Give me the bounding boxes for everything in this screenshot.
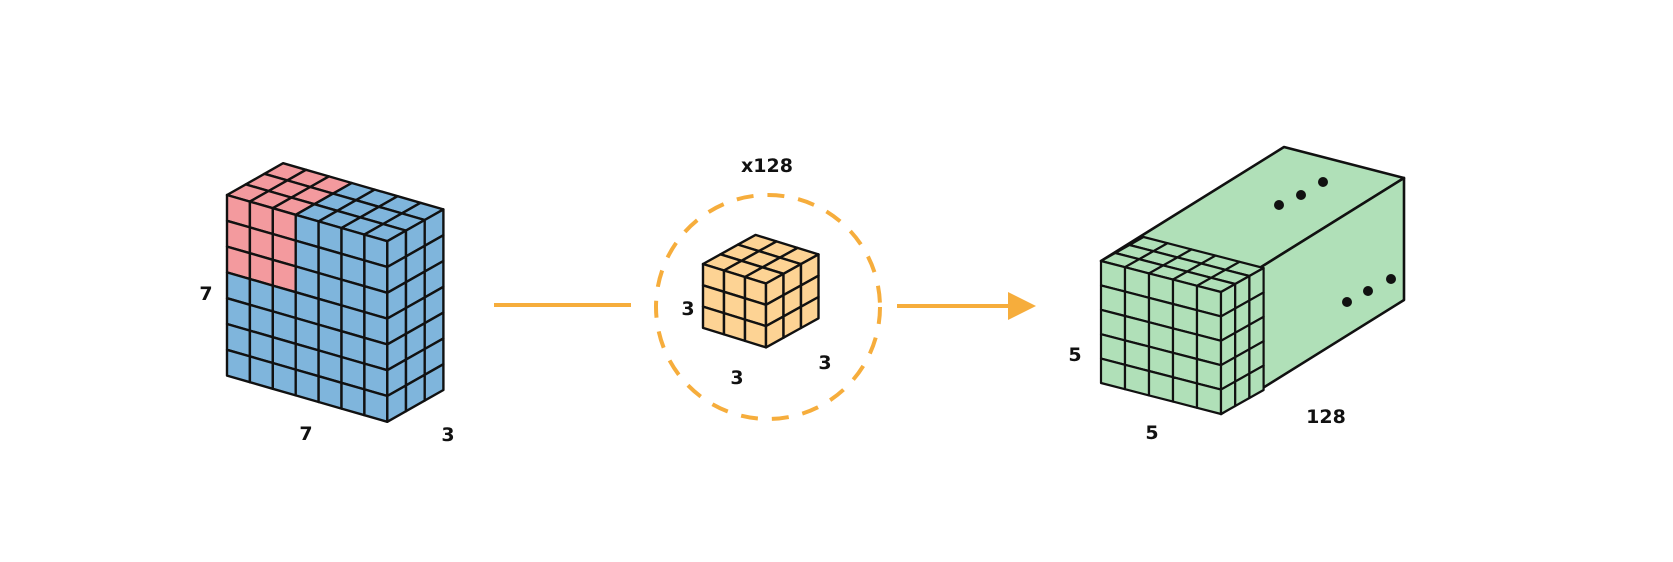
kernel-dashed-ring <box>654 193 882 421</box>
front-cell <box>1195 382 1223 416</box>
ellipsis-dot <box>1296 190 1306 200</box>
output-volume: 5 5 128 <box>1068 145 1406 444</box>
output-volume-grid <box>1099 235 1265 416</box>
arrow <box>897 292 1036 320</box>
front-cell <box>340 381 366 417</box>
front-cell <box>1147 369 1175 403</box>
ellipsis-side <box>1342 274 1396 307</box>
front-cell <box>1171 376 1199 409</box>
ellipsis-dot <box>1318 177 1328 187</box>
side-cell <box>423 363 445 402</box>
front-cell <box>363 388 389 423</box>
front-cell <box>1099 357 1127 391</box>
front-cell <box>225 348 252 384</box>
input-volume: 7 7 3 <box>199 161 455 446</box>
ellipsis-dot <box>1274 200 1284 210</box>
input-depth-label: 3 <box>441 424 454 446</box>
ellipsis-dot <box>1386 274 1396 284</box>
output-height-label: 5 <box>1068 344 1081 366</box>
front-cell <box>1123 363 1151 397</box>
kernel-width-label: 3 <box>730 367 743 389</box>
input-volume-grid <box>225 161 445 423</box>
input-height-label: 7 <box>199 283 212 305</box>
front-cell <box>271 361 297 397</box>
input-width-label: 7 <box>299 423 312 445</box>
kernel-height-label: 3 <box>681 298 694 320</box>
kernel: x128 3 3 3 <box>654 155 882 421</box>
ellipsis-dot <box>1363 286 1373 296</box>
front-cell <box>317 375 343 410</box>
side-cell <box>1248 364 1265 400</box>
front-cell <box>248 355 274 390</box>
front-cell <box>294 368 320 404</box>
kernel-depth-label: 3 <box>818 352 831 374</box>
arrow-head <box>1008 292 1036 320</box>
ellipsis-dot <box>1342 297 1352 307</box>
kernel-cube-grid <box>701 233 820 349</box>
side-cell <box>799 295 820 330</box>
output-width-label: 5 <box>1145 422 1158 444</box>
output-depth-label: 128 <box>1306 406 1346 428</box>
ellipsis-top <box>1274 177 1328 210</box>
kernel-multiplier-label: x128 <box>741 155 793 177</box>
